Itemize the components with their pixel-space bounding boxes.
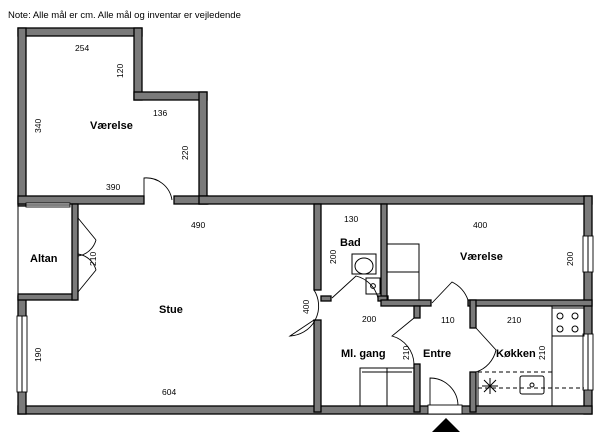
dim-label: 120 [115, 64, 125, 78]
fixtures [351, 243, 585, 407]
dim-label: 400 [301, 300, 311, 314]
dim-label: 190 [33, 348, 43, 362]
dimension-labels: 254 120 340 136 220 390 490 210 400 190 … [33, 43, 575, 397]
dim-label: 130 [344, 214, 358, 224]
room-label-vaerelse-2: Værelse [460, 251, 503, 263]
windows [16, 202, 594, 393]
dim-label: 200 [362, 314, 376, 324]
dim-label: 220 [180, 146, 190, 160]
room-label-bad: Bad [340, 237, 361, 249]
entrance-arrow-icon [432, 418, 460, 432]
room-label-koekken: Køkken [496, 348, 536, 360]
dim-label: 200 [328, 250, 338, 264]
room-labels: Værelse Altan Stue Bad Værelse Ml. gang … [30, 120, 536, 360]
dim-label: 400 [473, 220, 487, 230]
plan-note: Note: Alle mål er cm. Alle mål og invent… [8, 10, 241, 21]
dim-label: 136 [153, 108, 167, 118]
room-label-vaerelse-1: Værelse [90, 120, 133, 132]
room-label-stue: Stue [159, 304, 183, 316]
walls [17, 27, 593, 415]
room-label-altan: Altan [30, 253, 58, 265]
dim-label: 604 [162, 387, 176, 397]
dim-label: 210 [507, 315, 521, 325]
dim-label: 210 [537, 346, 547, 360]
dim-label: 490 [191, 220, 205, 230]
dim-label: 340 [33, 119, 43, 133]
dim-label: 390 [106, 182, 120, 192]
dim-label: 200 [565, 252, 575, 266]
room-label-entre: Entre [423, 348, 451, 360]
dim-label: 110 [441, 315, 455, 325]
dim-label: 254 [75, 43, 89, 53]
dim-label: 210 [401, 346, 411, 360]
room-label-ml-gang: Ml. gang [341, 348, 386, 360]
dim-label: 210 [88, 252, 98, 266]
doors [77, 177, 497, 415]
